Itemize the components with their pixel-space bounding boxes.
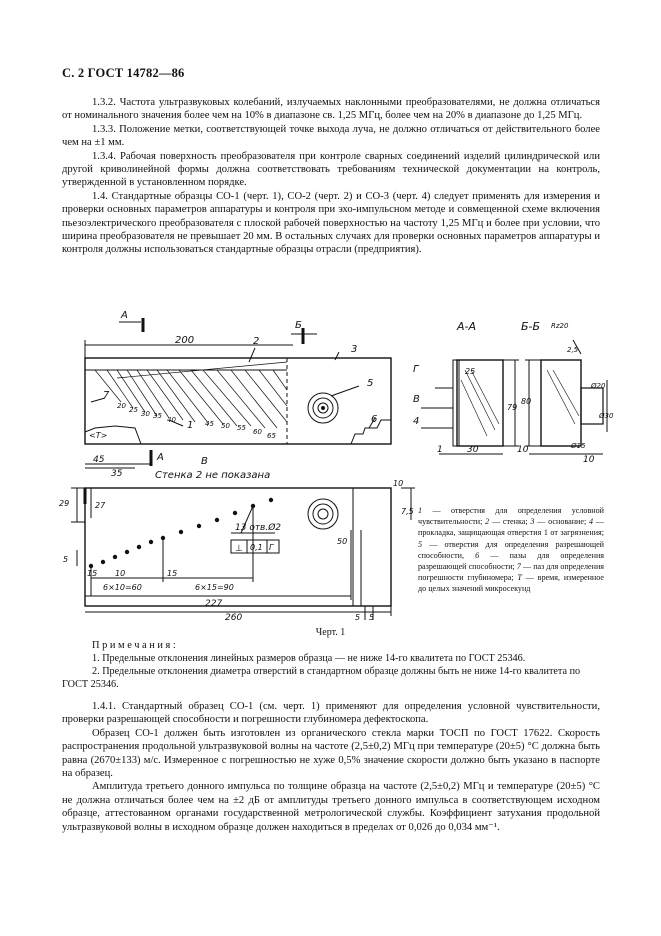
dim-25: 25 bbox=[465, 367, 475, 376]
scale-45: 45 bbox=[205, 420, 214, 428]
label-7: 7 bbox=[103, 390, 110, 401]
dim-5-a: 5 bbox=[355, 613, 360, 622]
dim-15-b: 15 bbox=[167, 569, 177, 578]
dim-15-a: 15 bbox=[87, 569, 97, 578]
dim-5-b: 5 bbox=[369, 613, 374, 622]
dim-260: 260 bbox=[225, 613, 242, 622]
label-rz20: Rz20 bbox=[551, 322, 569, 330]
scale-60: 60 bbox=[253, 428, 262, 436]
dim-29: 29 bbox=[59, 499, 69, 508]
label-a-top: А bbox=[120, 310, 128, 321]
drawing-legend: 1 — отверстия для определения условной ч… bbox=[418, 505, 604, 595]
paragraph-amplitude: Амплитуда третьего донного импульса по т… bbox=[62, 781, 600, 833]
paragraph-1-3-3: 1.3.3. Положение метки, соответствующей … bbox=[62, 123, 600, 149]
paragraph-co1-material: Образец СО-1 должен быть изготовлен из о… bbox=[62, 727, 600, 780]
label-1: 1 bbox=[187, 420, 193, 431]
scale-30: 30 bbox=[141, 410, 150, 418]
label-4: 4 bbox=[413, 416, 419, 427]
technical-drawing: А 200 2 Б 3 А-А Б-Б Rz20 2,5 25 Г В 4 79… bbox=[59, 310, 614, 622]
label-5: 5 bbox=[367, 378, 373, 389]
notes-title: Примечания: bbox=[92, 640, 179, 651]
legend-text: — прокладка, защищающая отверстия 1 от з… bbox=[418, 517, 604, 538]
label-6: 6 bbox=[371, 414, 377, 425]
scale-50: 50 bbox=[221, 422, 230, 430]
note-wall-not-shown: Стенка 2 не показана bbox=[155, 470, 270, 481]
page-header: С. 2 ГОСТ 14782—86 bbox=[62, 66, 185, 80]
label-13-holes: 13 отв.Ø2 bbox=[235, 522, 281, 533]
legend-text: — пазы для определения разрешающей спосо… bbox=[418, 550, 604, 572]
dim-d20: Ø20 bbox=[590, 382, 606, 390]
label-b-top: Б bbox=[295, 320, 302, 331]
label-3: 3 bbox=[351, 344, 357, 355]
dim-10-b: 10 bbox=[583, 455, 595, 465]
label-v: В bbox=[413, 394, 420, 405]
paragraph-1-4-1: 1.4.1. Стандартный образец СО-1 (см. чер… bbox=[62, 701, 600, 726]
dim-79: 79 bbox=[507, 403, 517, 412]
dim-227: 227 bbox=[205, 599, 222, 609]
legend-num: 1 bbox=[418, 506, 423, 515]
paragraph-1-3-2: 1.3.2. Частота ультразвуковых колебаний,… bbox=[62, 97, 600, 122]
dim-30: 30 bbox=[467, 445, 479, 455]
legend-text: — основание; bbox=[534, 517, 590, 527]
legend-num: T bbox=[517, 573, 522, 583]
dim-6x10: 6×10=60 bbox=[103, 583, 142, 592]
label-v-bottom: В bbox=[201, 456, 208, 467]
note-1: 1. Предельные отклонения линейных размер… bbox=[92, 653, 526, 664]
tolerance-datum: Г bbox=[269, 543, 274, 552]
dim-27: 27 bbox=[95, 501, 106, 510]
legend-text: — стенка; bbox=[489, 517, 531, 527]
legend-text: — отверстия для определения условной чув… bbox=[418, 506, 604, 527]
dim-80: 80 bbox=[521, 397, 531, 406]
dim-d30: Ø30 bbox=[598, 412, 614, 420]
scale-55: 55 bbox=[237, 424, 246, 432]
dim-7-5: 7,5 bbox=[401, 507, 414, 516]
scale-35: 35 bbox=[153, 412, 162, 420]
label-section-aa: А-А bbox=[456, 320, 476, 333]
label-section-bb: Б-Б bbox=[521, 320, 540, 333]
paragraph-1-4: 1.4. Стандартные образцы СО-1 (черт. 1),… bbox=[62, 190, 600, 256]
label-t: <T> bbox=[89, 431, 107, 440]
label-g: Г bbox=[413, 364, 420, 375]
dim-50: 50 bbox=[337, 537, 347, 546]
note-2: 2. Предельные отклонения диаметра отверс… bbox=[62, 666, 581, 690]
dim-35: 35 bbox=[111, 469, 123, 479]
dim-d15: Ø15 bbox=[570, 442, 586, 450]
legend-text: — отверстия для определения разрешающей … bbox=[418, 539, 604, 560]
legend-num: 7 bbox=[516, 562, 521, 572]
legend-num: 6 bbox=[475, 550, 480, 560]
label-1-section: 1 bbox=[437, 445, 443, 455]
dim-10-a: 10 bbox=[517, 445, 529, 455]
dim-5-left: 5 bbox=[63, 555, 68, 564]
legend-num: 3 bbox=[530, 517, 535, 527]
perpendicular-symbol: ⊥ bbox=[235, 544, 243, 554]
legend-num: 5 bbox=[418, 539, 423, 549]
paragraph-1-3-4: 1.3.4. Рабочая поверхность преобразовате… bbox=[62, 150, 600, 189]
label-a-bottom: А bbox=[156, 452, 164, 463]
legend-num: 2 bbox=[485, 517, 490, 527]
dim-200: 200 bbox=[175, 335, 194, 346]
dim-2-5: 2,5 bbox=[567, 346, 579, 354]
figure-caption: Черт. 1 bbox=[315, 627, 346, 638]
legend-text: — паз для определения погрешности глубин… bbox=[418, 562, 604, 583]
label-2: 2 bbox=[253, 336, 259, 347]
legend-num: 4 bbox=[589, 517, 594, 527]
dim-10: 10 bbox=[115, 569, 125, 578]
scale-25: 25 bbox=[129, 406, 138, 414]
scale-65: 65 bbox=[267, 432, 276, 440]
scale-40: 40 bbox=[167, 416, 176, 424]
dim-10-right: 10 bbox=[393, 479, 403, 488]
bottom-text-block: 1.4.1. Стандартный образец СО-1 (см. чер… bbox=[62, 700, 600, 834]
legend-text: — время, измеренное до целых значений ми… bbox=[418, 573, 604, 594]
dim-45: 45 bbox=[93, 455, 105, 465]
top-text-block: 1.3.2. Частота ультразвуковых колебаний,… bbox=[62, 96, 600, 257]
tolerance-value: 0,1 bbox=[250, 543, 263, 552]
dim-6x15: 6×15=90 bbox=[195, 583, 234, 592]
scale-20: 20 bbox=[117, 402, 126, 410]
